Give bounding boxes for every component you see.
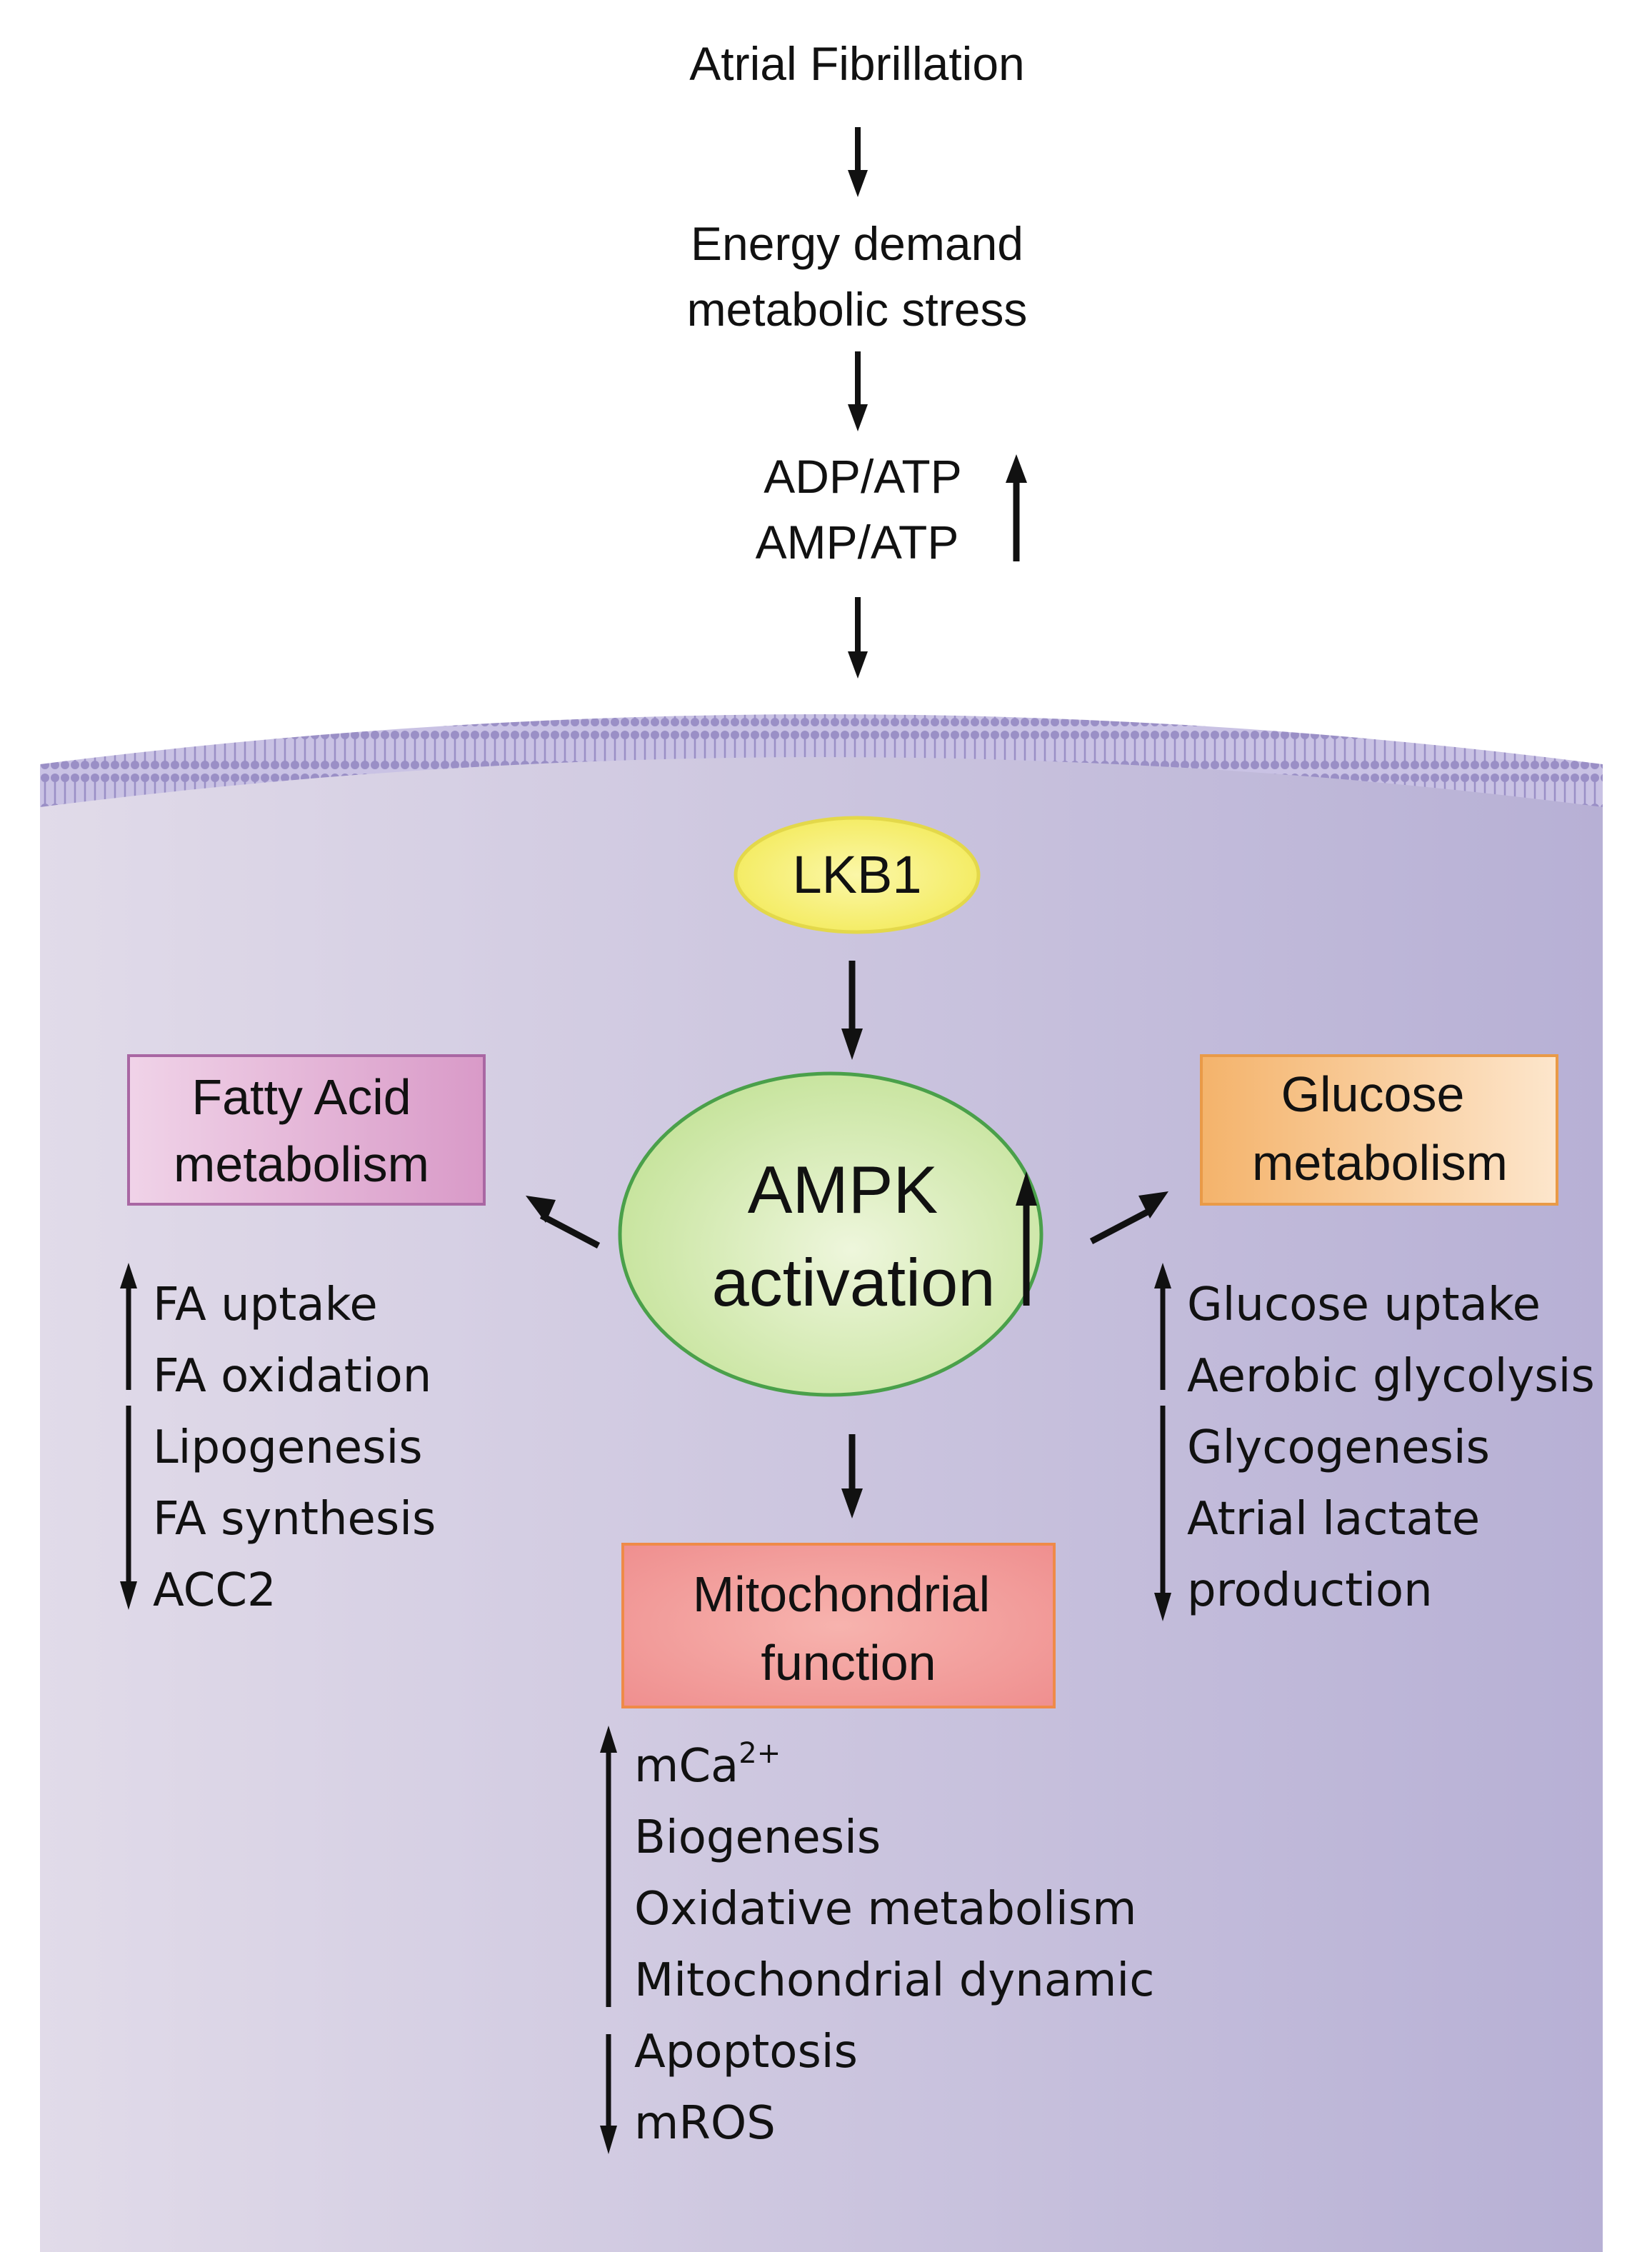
mitochondrial-dynamic-item: Mitochondrial dynamic bbox=[634, 1954, 1154, 2007]
glucose-uptake-item: Glucose uptake bbox=[1187, 1278, 1541, 1331]
lipogenesis-item: Lipogenesis bbox=[153, 1421, 423, 1474]
glucose-label: Glucose bbox=[1281, 1066, 1465, 1122]
glucose-metabolism-label: metabolism bbox=[1252, 1135, 1508, 1191]
production-item: production bbox=[1187, 1564, 1433, 1617]
aerobic-glycolysis-item: Aerobic glycolysis bbox=[1187, 1350, 1595, 1403]
glycogenesis-item: Glycogenesis bbox=[1187, 1421, 1490, 1474]
mitochondrial-label: Mitochondrial bbox=[693, 1566, 990, 1622]
arrow-ampk-to-mitochondria bbox=[841, 1434, 863, 1518]
energy-demand-label: Energy demand bbox=[691, 217, 1023, 270]
mitochondrial-node bbox=[621, 1543, 1056, 1708]
fatty-acid-metabolism-label: metabolism bbox=[174, 1136, 429, 1192]
ampk-node bbox=[618, 1071, 1043, 1397]
mca-superscript: 2+ bbox=[739, 1737, 781, 1770]
acc2-item: ACC2 bbox=[153, 1564, 276, 1617]
mito-up-arrow bbox=[600, 1726, 617, 2007]
apoptosis-item: Apoptosis bbox=[634, 2026, 858, 2078]
fatty-acid-down-arrow bbox=[120, 1406, 137, 1610]
lkb1-node bbox=[734, 816, 981, 934]
adp-atp-label: ADP/ATP bbox=[764, 450, 962, 503]
mitochondrial-function-label: function bbox=[761, 1635, 936, 1691]
glucose-node bbox=[1200, 1054, 1558, 1206]
arrow-ampk-to-glucose bbox=[1089, 1191, 1168, 1244]
ampk-increase-up-arrow bbox=[1016, 1171, 1037, 1306]
fatty-acid-node bbox=[127, 1054, 486, 1206]
arrow-af-to-stress bbox=[848, 127, 868, 197]
mca-base: mCa bbox=[634, 1740, 739, 1793]
atrial-lactate-item: Atrial lactate bbox=[1187, 1493, 1480, 1546]
fa-synthesis-item: FA synthesis bbox=[153, 1493, 436, 1546]
arrow-ampk-to-fatty-acid bbox=[526, 1196, 601, 1248]
cell-membrane bbox=[40, 714, 1603, 807]
atrial-fibrillation-label: Atrial Fibrillation bbox=[689, 37, 1024, 90]
metabolic-stress-label: metabolic stress bbox=[687, 283, 1028, 336]
glucose-up-arrow bbox=[1154, 1263, 1171, 1390]
mito-down-arrow bbox=[600, 2034, 617, 2154]
lkb1-label: LKB1 bbox=[792, 845, 921, 904]
fa-oxidation-item: FA oxidation bbox=[153, 1350, 431, 1403]
mca-item: mCa2+ bbox=[634, 1737, 781, 1793]
mros-item: mROS bbox=[634, 2097, 776, 2150]
ratio-increase-up-arrow bbox=[1006, 454, 1027, 561]
ampk-label: AMPK bbox=[748, 1152, 938, 1227]
fatty-acid-up-arrow bbox=[120, 1263, 137, 1390]
fatty-acid-label: Fatty Acid bbox=[191, 1069, 411, 1125]
biogenesis-item: Biogenesis bbox=[634, 1811, 881, 1864]
glucose-down-arrow bbox=[1154, 1406, 1171, 1621]
arrow-lkb1-to-ampk bbox=[841, 961, 863, 1060]
arrow-ratio-to-cell bbox=[848, 597, 868, 679]
amp-atp-label: AMP/ATP bbox=[756, 516, 959, 569]
ampk-activation-label: activation bbox=[711, 1245, 995, 1320]
arrow-stress-to-ratio bbox=[848, 351, 868, 431]
fa-uptake-item: FA uptake bbox=[153, 1278, 378, 1331]
oxidative-metabolism-item: Oxidative metabolism bbox=[634, 1883, 1136, 1936]
